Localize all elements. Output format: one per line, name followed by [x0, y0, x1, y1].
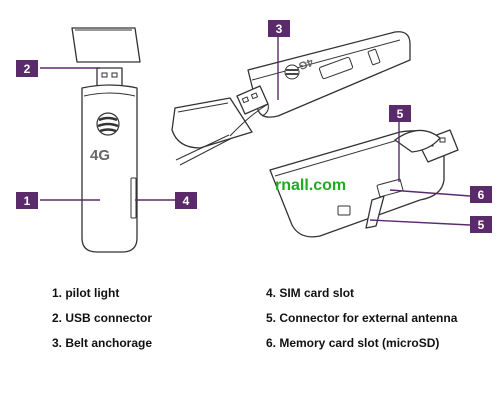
callout-memory-card-slot: 6 [470, 186, 492, 203]
back-view-cap [171, 97, 253, 149]
legend-right: 4. SIM card slot 5. Connector for extern… [266, 281, 457, 356]
open-view-cover [394, 129, 441, 153]
legend-item-memory-card-slot: 6. Memory card slot (microSD) [266, 336, 440, 350]
callout-sim-card-slot: 4 [175, 192, 197, 209]
back-view-body [247, 31, 411, 118]
legend-left: 1. pilot light 2. USB connector 3. Belt … [52, 281, 152, 356]
back-4g-label: 4G [297, 55, 315, 71]
front-view-body [81, 84, 138, 253]
legend-item-sim-card-slot: 4. SIM card slot [266, 286, 355, 300]
svg-text:3: 3 [276, 22, 283, 36]
svg-text:4: 4 [183, 194, 190, 208]
callout-external-antenna-connector-2: 5 [470, 216, 492, 233]
front-view-usb-plug [96, 67, 123, 87]
legend-item-pilot-light: 1. pilot light [52, 286, 120, 300]
open-view-usb-plug [417, 129, 459, 163]
callout-belt-anchorage: 3 [268, 20, 290, 37]
front-view-cap [71, 27, 141, 63]
svg-text:2: 2 [24, 62, 31, 76]
callout-external-antenna-connector: 5 [389, 105, 411, 122]
svg-text:1: 1 [24, 194, 31, 208]
svg-text:5: 5 [397, 107, 404, 121]
legend-item-external-antenna: 5. Connector for external antenna [266, 311, 458, 325]
svg-text:5: 5 [478, 218, 485, 232]
globe-logo-icon [96, 112, 120, 136]
watermark: rnall.com [275, 177, 346, 194]
back-globe-logo-icon [284, 64, 300, 80]
legend-item-belt-anchorage: 3. Belt anchorage [52, 336, 153, 350]
lanyard-cord [175, 103, 269, 166]
callout-usb-connector: 2 [16, 60, 38, 77]
callout-pilot-light: 1 [16, 192, 38, 209]
legend-item-usb-connector: 2. USB connector [52, 311, 153, 325]
svg-text:6: 6 [478, 188, 485, 202]
front-4g-label: 4G [90, 147, 110, 164]
